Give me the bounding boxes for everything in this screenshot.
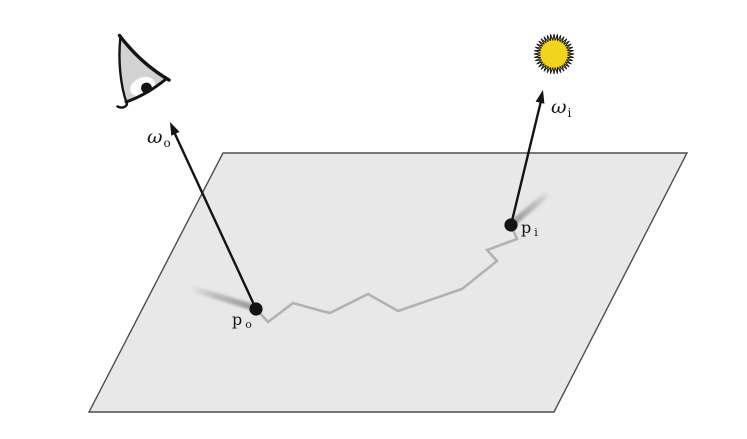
arrow-shadow-po (186, 284, 256, 311)
omega-o-subscript: o (163, 136, 171, 150)
omega-o-symbol: ω (147, 126, 163, 148)
surface-plane (87, 152, 689, 413)
eye-icon-left-outline (116, 35, 129, 109)
eye-icon (116, 33, 171, 109)
arrow-shadow-pi (509, 188, 554, 227)
po-subscript: o (245, 318, 252, 331)
omega-o-arrow (170, 122, 258, 311)
pi-symbol: p (521, 218, 532, 237)
omega-o-arrow-head (170, 122, 180, 136)
omega-i-label: ωi (551, 96, 572, 120)
eye-icon-upper-lash (117, 33, 171, 82)
point-po-dot (249, 302, 263, 316)
omega-o-arrow-shaft (173, 132, 258, 311)
subsurface-scatter-path (255, 224, 519, 324)
omega-i-symbol: ω (551, 96, 567, 118)
omega-i-subscript: i (567, 106, 572, 120)
pi-subscript: i (534, 226, 538, 239)
omega-i-arrow-head (535, 90, 545, 104)
sun-icon-core (540, 40, 568, 68)
eye-icon-lower-lid (124, 77, 168, 104)
omega-i-arrow (509, 90, 545, 227)
sun-icon (533, 33, 575, 75)
po-symbol: p (232, 310, 243, 329)
omega-i-arrow-shaft (509, 101, 542, 227)
omega-o-label: ωo (147, 126, 171, 150)
point-pi-dot (504, 218, 518, 232)
